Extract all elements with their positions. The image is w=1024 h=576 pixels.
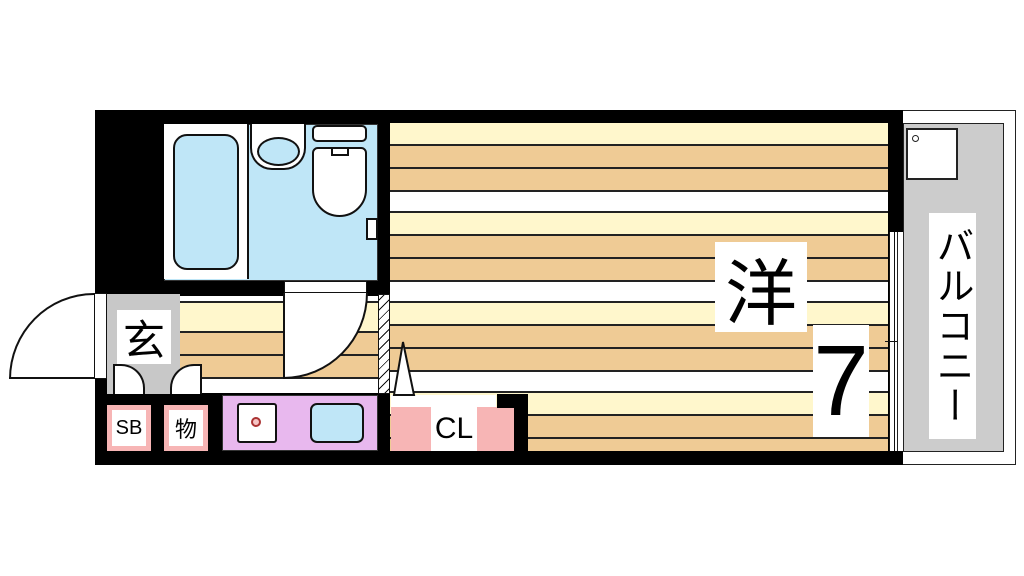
- kitchen-sink-icon: [310, 403, 364, 443]
- shoebox-label: SB: [112, 410, 146, 446]
- storage-door[interactable]: [170, 364, 202, 394]
- balcony-wall-bottom: [889, 451, 903, 465]
- entrance-label: 玄: [117, 310, 171, 365]
- closet-label: CL: [431, 407, 477, 451]
- closet-door-icon[interactable]: [392, 340, 416, 396]
- toilet-bowl-icon: [312, 147, 367, 217]
- sink-icon: [257, 137, 300, 166]
- storage-label: 物: [169, 410, 203, 446]
- burner-icon: [251, 417, 261, 427]
- towel-rack-icon: [366, 218, 378, 240]
- bathroom-door-frame: [284, 281, 367, 293]
- closet-wall-right: [514, 394, 528, 452]
- closet-top: [391, 395, 496, 407]
- bathtub-icon: [173, 134, 239, 270]
- toilet-seat-line: [331, 147, 349, 156]
- balcony-wall-segment: [889, 110, 903, 232]
- entry-door-swing[interactable]: [9, 293, 94, 379]
- toilet-tank-icon: [312, 125, 367, 142]
- drain-icon: [912, 135, 919, 142]
- balcony-label: バルコニー: [929, 213, 976, 439]
- entry-door-frame: [94, 293, 107, 379]
- western-room-size: 7: [813, 324, 869, 437]
- accordion-door[interactable]: [378, 294, 390, 394]
- western-room-label: 洋: [715, 242, 807, 336]
